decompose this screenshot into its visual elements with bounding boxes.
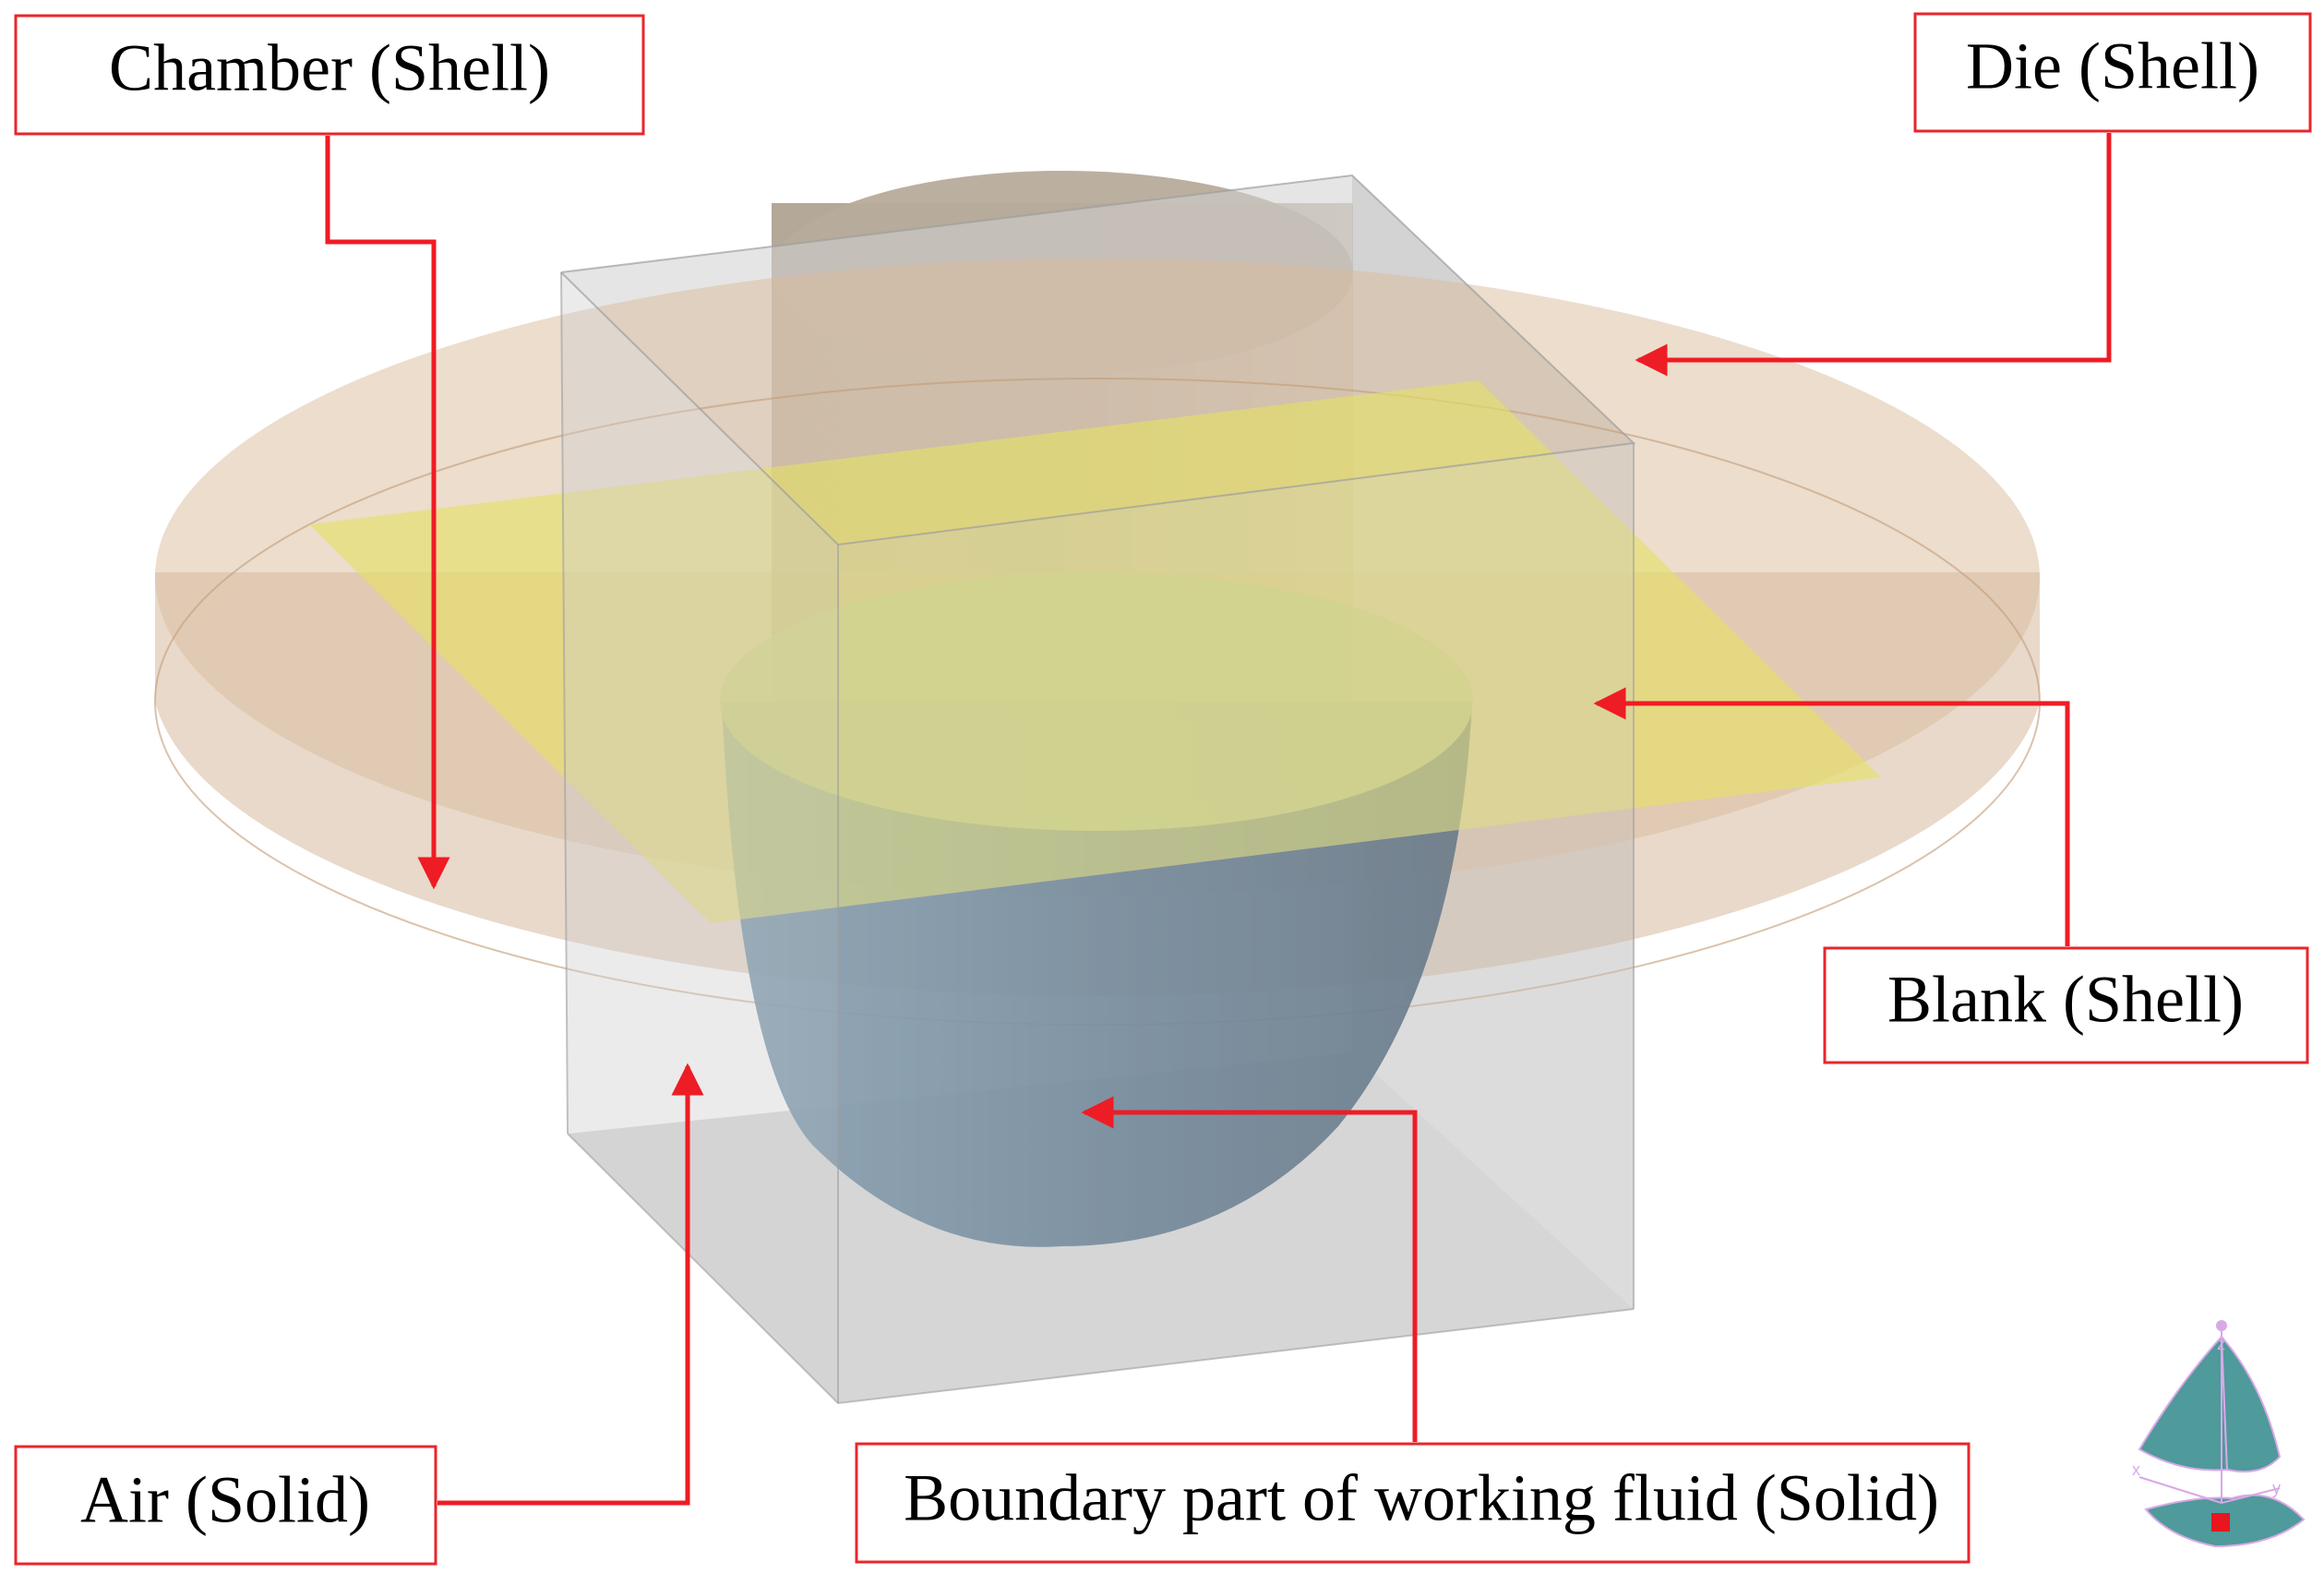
coordinate-triad-icon: z x y bbox=[2132, 1320, 2306, 1548]
arrow-blank bbox=[1593, 687, 2070, 946]
arrow-boundary bbox=[1081, 1096, 1418, 1442]
triad-x-label: x bbox=[2132, 1460, 2140, 1479]
label-boundary: Boundary part of working fluid (Solid) bbox=[904, 1461, 1939, 1535]
callout-blank: Blank (Shell) bbox=[1823, 946, 2309, 1064]
arrow-die bbox=[1635, 133, 2112, 377]
triad-z-label: z bbox=[2217, 1335, 2225, 1353]
callout-boundary: Boundary part of working fluid (Solid) bbox=[855, 1442, 1971, 1564]
triad-y-label: y bbox=[2272, 1479, 2281, 1497]
label-blank: Blank (Shell) bbox=[1887, 963, 2244, 1037]
leader-arrows bbox=[325, 133, 2112, 1506]
arrow-chamber bbox=[325, 136, 450, 890]
blank-sheet bbox=[309, 380, 1881, 923]
label-chamber: Chamber (Shell) bbox=[109, 31, 550, 105]
callout-chamber: Chamber (Shell) bbox=[14, 14, 645, 136]
label-die: Die (Shell) bbox=[1966, 30, 2259, 103]
label-air: Air (Solid) bbox=[80, 1463, 370, 1537]
model-3d bbox=[154, 171, 2041, 1405]
triad-origin-marker bbox=[2211, 1513, 2230, 1532]
callout-air: Air (Solid) bbox=[14, 1445, 437, 1566]
callout-die: Die (Shell) bbox=[1913, 12, 2312, 133]
arrow-air bbox=[437, 1063, 704, 1506]
chamber-box-front bbox=[560, 174, 1636, 1405]
